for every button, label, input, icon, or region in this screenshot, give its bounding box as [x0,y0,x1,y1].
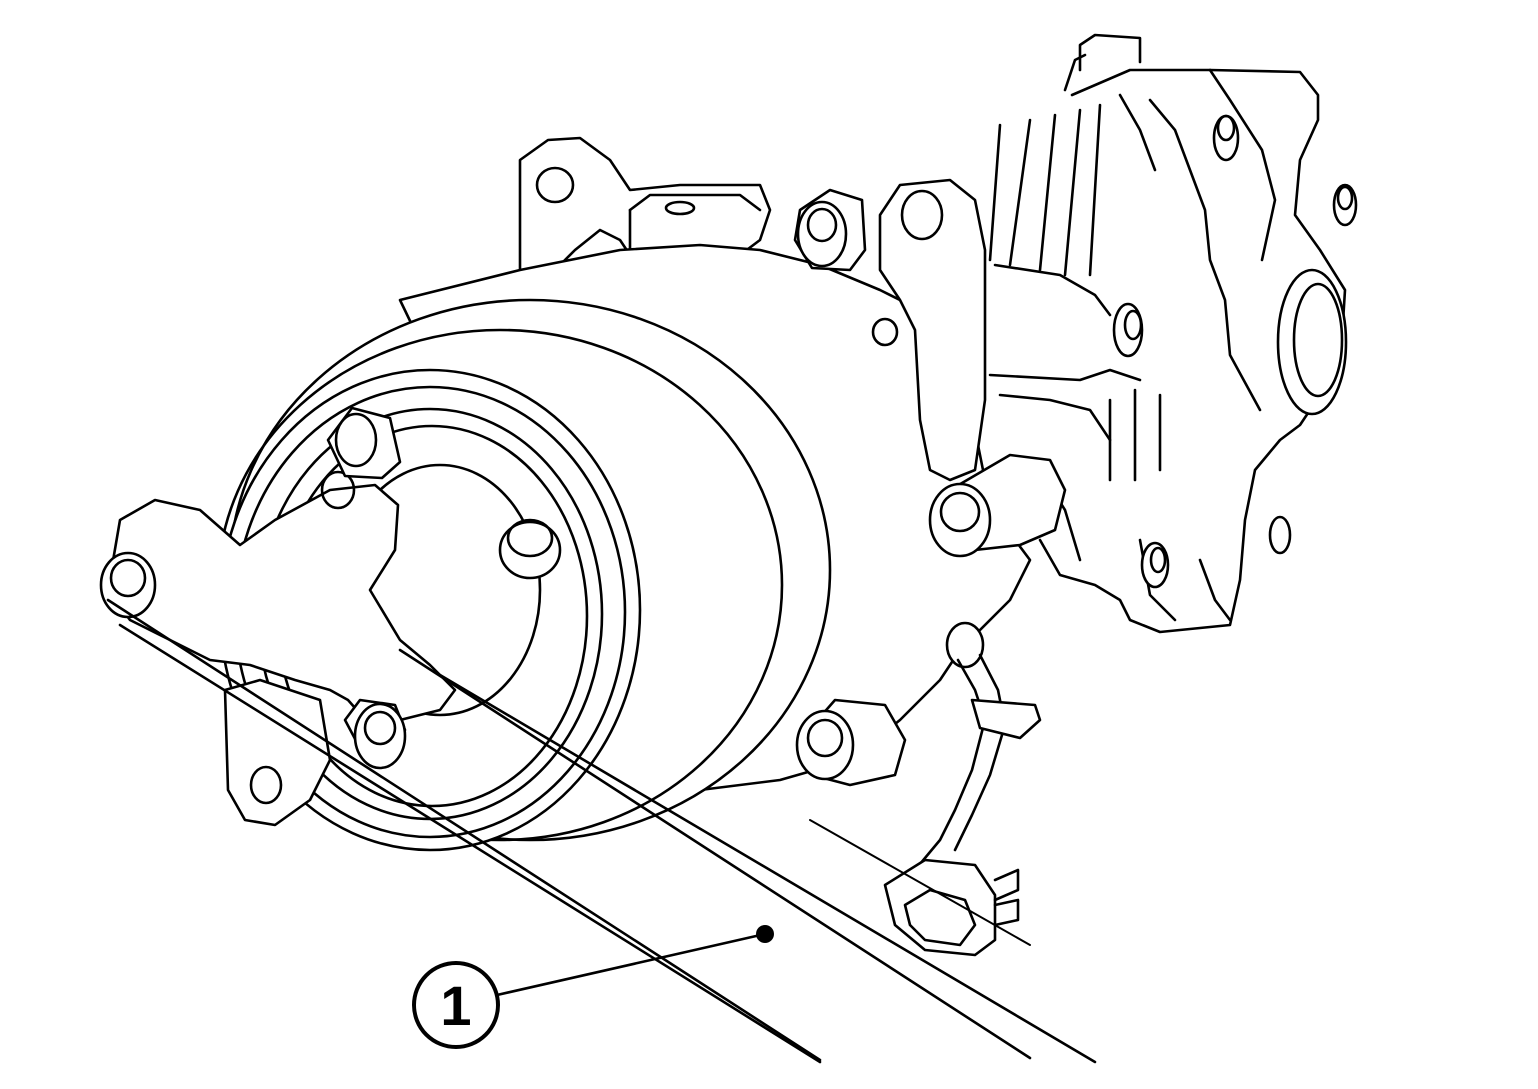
harness-and-connector [883,621,1042,957]
callout-leader-line [495,932,767,997]
mounting-bracket [99,406,457,827]
callout-number: 1 [440,974,471,1037]
compressor-rear-housing [988,33,1358,634]
service-tool-bar [106,598,1097,1064]
mounting-bosses [793,178,1067,787]
callout-1: 1 [412,925,774,1049]
callout-circle [412,961,500,1049]
